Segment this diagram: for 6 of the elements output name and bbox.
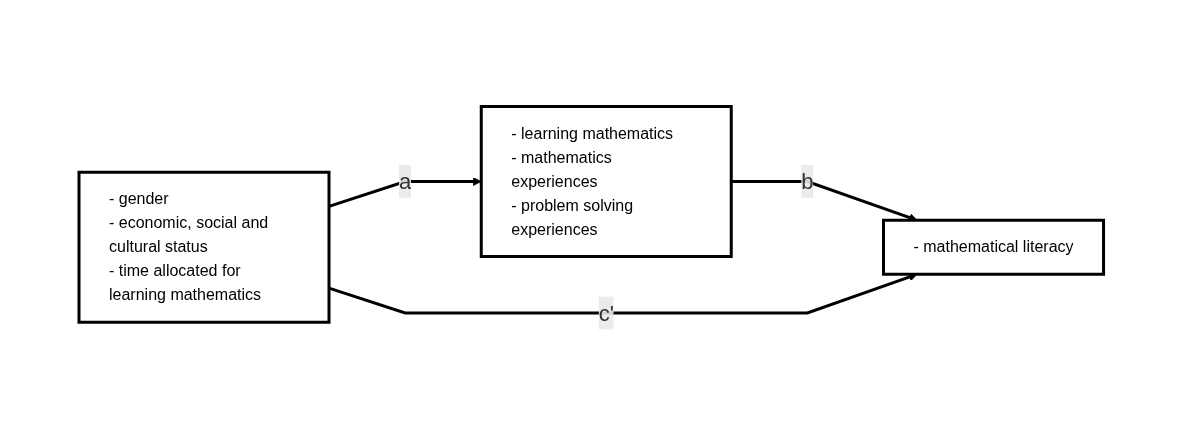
node-box: - learning mathematics - mathematics experiences - problem solving experiences bbox=[479, 105, 733, 258]
edge-label: b bbox=[800, 169, 814, 194]
edge-label: c' bbox=[598, 300, 614, 326]
edge-label: a bbox=[398, 169, 411, 194]
node-box: - gender - economic, social and cultural status - time allocated for learning mathematics bbox=[77, 170, 331, 324]
node-box: - mathematical literacy bbox=[881, 218, 1105, 276]
